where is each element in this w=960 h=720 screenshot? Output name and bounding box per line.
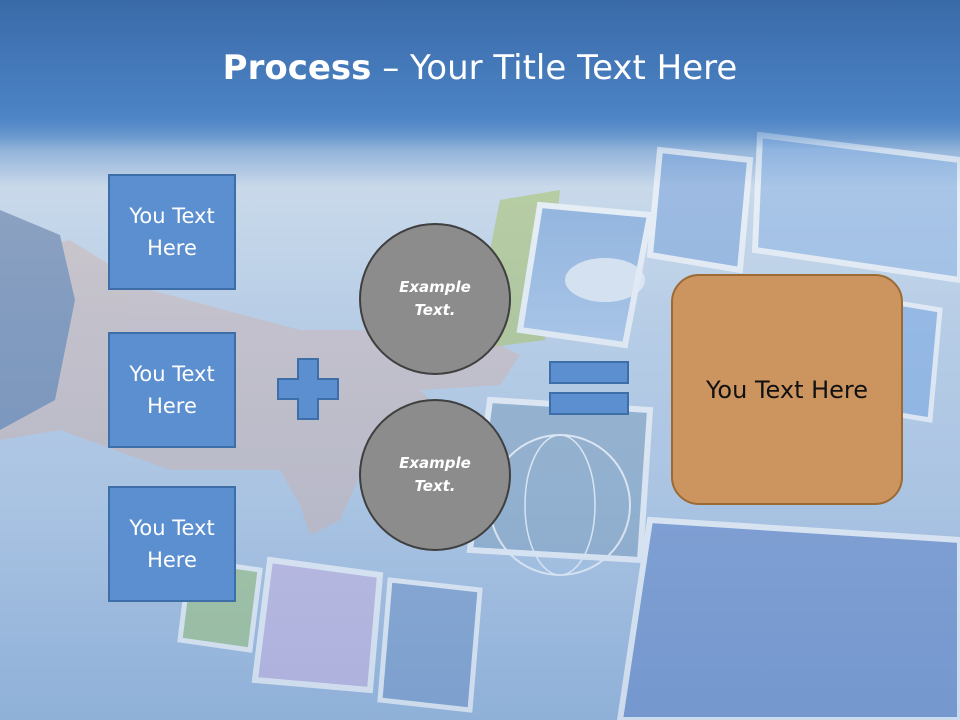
result-label: You Text Here bbox=[705, 375, 869, 404]
example-circle-2[interactable]: Example Text. bbox=[359, 399, 511, 551]
title-bold: Process bbox=[222, 48, 372, 88]
text-box-1[interactable]: You Text Here bbox=[108, 174, 236, 290]
text-box-label: You Text Here bbox=[129, 362, 215, 418]
text-box-3[interactable]: You Text Here bbox=[108, 486, 236, 602]
slide-title: Process – Your Title Text Here bbox=[0, 48, 960, 88]
title-rest: Your Title Text Here bbox=[410, 48, 738, 88]
result-box[interactable]: You Text Here bbox=[671, 274, 903, 505]
example-circle-1[interactable]: Example Text. bbox=[359, 223, 511, 375]
text-box-2[interactable]: You Text Here bbox=[108, 332, 236, 448]
text-box-label: You Text Here bbox=[129, 516, 215, 572]
circle-label: Example Text. bbox=[399, 278, 471, 319]
title-separator: – bbox=[371, 48, 411, 88]
plus-icon bbox=[277, 358, 339, 420]
text-box-label: You Text Here bbox=[129, 204, 215, 260]
equals-icon bbox=[549, 361, 629, 415]
circle-label: Example Text. bbox=[399, 454, 471, 495]
